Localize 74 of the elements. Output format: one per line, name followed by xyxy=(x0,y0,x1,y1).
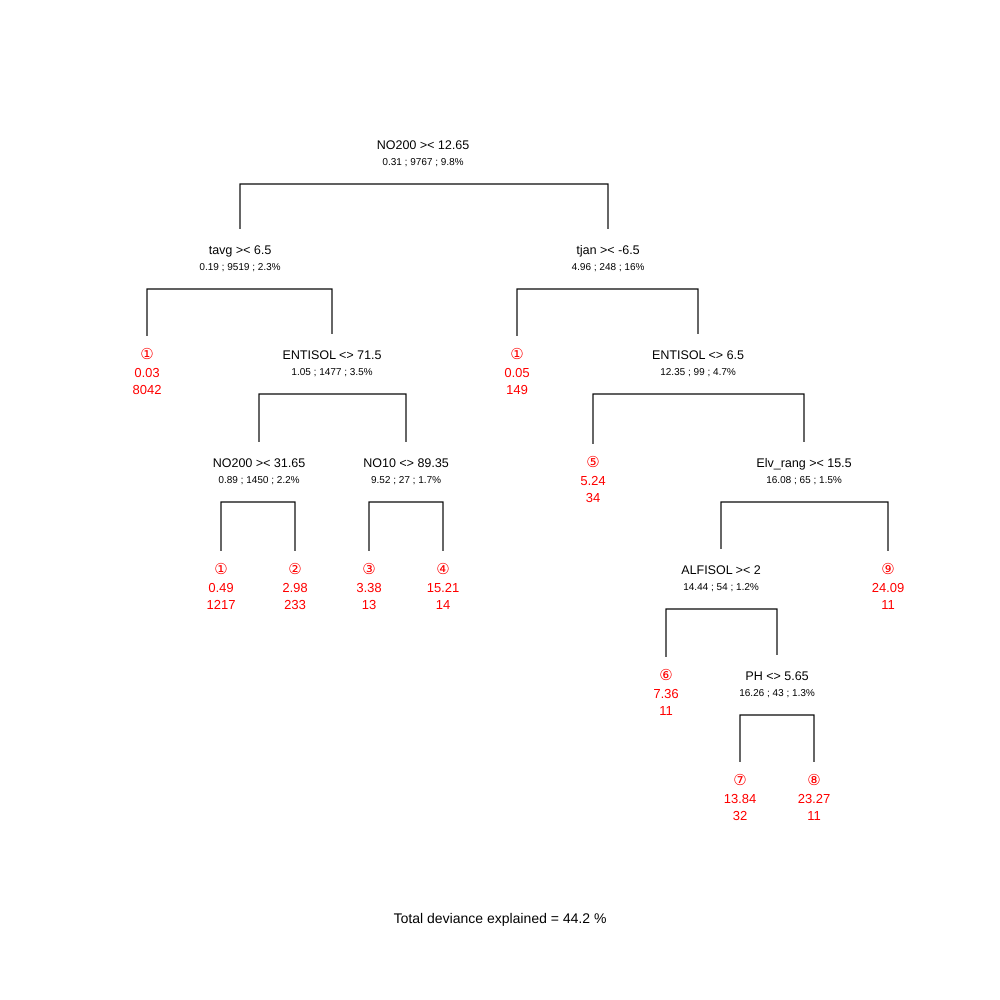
node-statistics: 0.89 ; 1450 ; 2.2% xyxy=(218,474,300,488)
tree-branch-line xyxy=(406,501,444,551)
leaf-count: 11 xyxy=(659,702,673,719)
leaf-count: 1217 xyxy=(206,596,236,613)
leaf-number: ④ xyxy=(436,561,450,579)
leaf-number: ⑨ xyxy=(881,561,895,579)
tree-branch-line xyxy=(240,288,333,334)
node-statistics: 12.35 ; 99 ; 4.7% xyxy=(660,366,736,380)
split-condition: ENTISOL <> 6.5 xyxy=(652,347,744,363)
split-condition: ALFISOL >< 2 xyxy=(681,562,761,578)
tree-branch-line xyxy=(258,393,332,442)
split-condition: NO200 >< 31.65 xyxy=(212,455,306,471)
leaf-number: ⑤ xyxy=(586,454,600,472)
leaf-number: ⑥ xyxy=(659,667,673,685)
tree-branch-line xyxy=(220,501,259,551)
tree-branch-line xyxy=(368,501,406,551)
tree-branch-line xyxy=(332,393,407,442)
leaf-count: 34 xyxy=(586,489,600,506)
tree-branch-line xyxy=(259,501,296,551)
leaf-mean: 3.38 xyxy=(356,579,382,596)
leaf-count: 14 xyxy=(436,596,450,613)
tree-branch-line xyxy=(739,714,777,762)
tree-branch-line xyxy=(721,608,778,655)
leaf-number: ① xyxy=(214,561,228,579)
leaf-mean: 0.05 xyxy=(504,364,530,381)
node-statistics: 0.19 ; 9519 ; 2.3% xyxy=(199,261,281,275)
leaf-number: ⑦ xyxy=(733,772,747,790)
split-condition: tjan >< -6.5 xyxy=(576,242,640,258)
tree-branch-line xyxy=(146,288,240,336)
leaf-count: 32 xyxy=(732,807,748,824)
leaf-count: 8042 xyxy=(132,381,162,398)
leaf-mean: 5.24 xyxy=(580,472,606,489)
leaf-mean: 7.36 xyxy=(653,685,679,702)
split-condition: tavg >< 6.5 xyxy=(208,242,272,258)
leaf-count: 13 xyxy=(362,596,376,613)
node-statistics: 9.52 ; 27 ; 1.7% xyxy=(370,474,442,488)
split-condition: NO10 <> 89.35 xyxy=(363,455,449,471)
leaf-mean: 0.49 xyxy=(208,579,234,596)
node-statistics: 14.44 ; 54 ; 1.2% xyxy=(683,581,759,595)
leaf-number: ⑧ xyxy=(807,772,821,790)
split-condition: Elv_rang >< 15.5 xyxy=(756,455,852,471)
leaf-count: 233 xyxy=(284,596,306,613)
tree-branch-line xyxy=(698,393,805,442)
leaf-number: ② xyxy=(288,561,302,579)
leaf-mean: 13.84 xyxy=(724,790,756,807)
split-condition: ENTISOL <> 71.5 xyxy=(282,347,382,363)
caption: Total deviance explained = 44.2 % xyxy=(394,910,606,926)
tree-branch-line xyxy=(592,393,698,444)
leaf-mean: 0.03 xyxy=(134,364,160,381)
leaf-mean: 2.98 xyxy=(282,579,308,596)
leaf-number: ③ xyxy=(362,561,376,579)
leaf-count: 149 xyxy=(506,381,528,398)
tree-branch-line xyxy=(239,183,423,229)
tree-branch-line xyxy=(608,288,699,334)
node-statistics: 0.31 ; 9767 ; 9.8% xyxy=(382,156,464,170)
tree-branch-line xyxy=(777,714,815,762)
tree-branch-line xyxy=(720,501,804,549)
leaf-mean: 15.21 xyxy=(426,579,460,596)
leaf-mean: 23.27 xyxy=(798,790,830,807)
split-condition: NO200 >< 12.65 xyxy=(376,137,470,153)
leaf-count: 11 xyxy=(807,807,821,824)
node-statistics: 1.05 ; 1477 ; 3.5% xyxy=(291,366,373,380)
node-statistics: 4.96 ; 248 ; 16% xyxy=(572,261,644,275)
tree-branch-line xyxy=(804,501,889,551)
split-condition: PH <> 5.65 xyxy=(745,668,809,684)
node-statistics: 16.08 ; 65 ; 1.5% xyxy=(766,474,842,488)
leaf-number: ① xyxy=(510,346,524,364)
node-statistics: 16.26 ; 43 ; 1.3% xyxy=(739,687,815,701)
leaf-number: ① xyxy=(140,346,154,364)
tree-branch-line xyxy=(423,183,609,229)
leaf-mean: 24.09 xyxy=(872,579,904,596)
tree-branch-line xyxy=(665,608,721,657)
leaf-count: 11 xyxy=(881,596,895,613)
tree-branch-line xyxy=(516,288,608,336)
